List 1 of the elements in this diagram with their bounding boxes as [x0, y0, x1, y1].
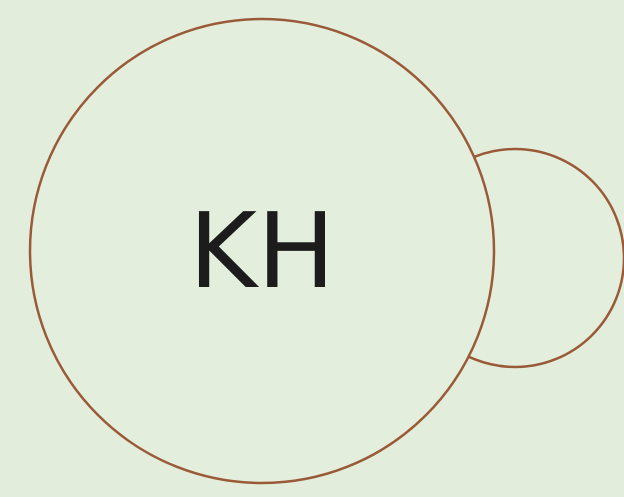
- circle-label: KH: [188, 199, 336, 303]
